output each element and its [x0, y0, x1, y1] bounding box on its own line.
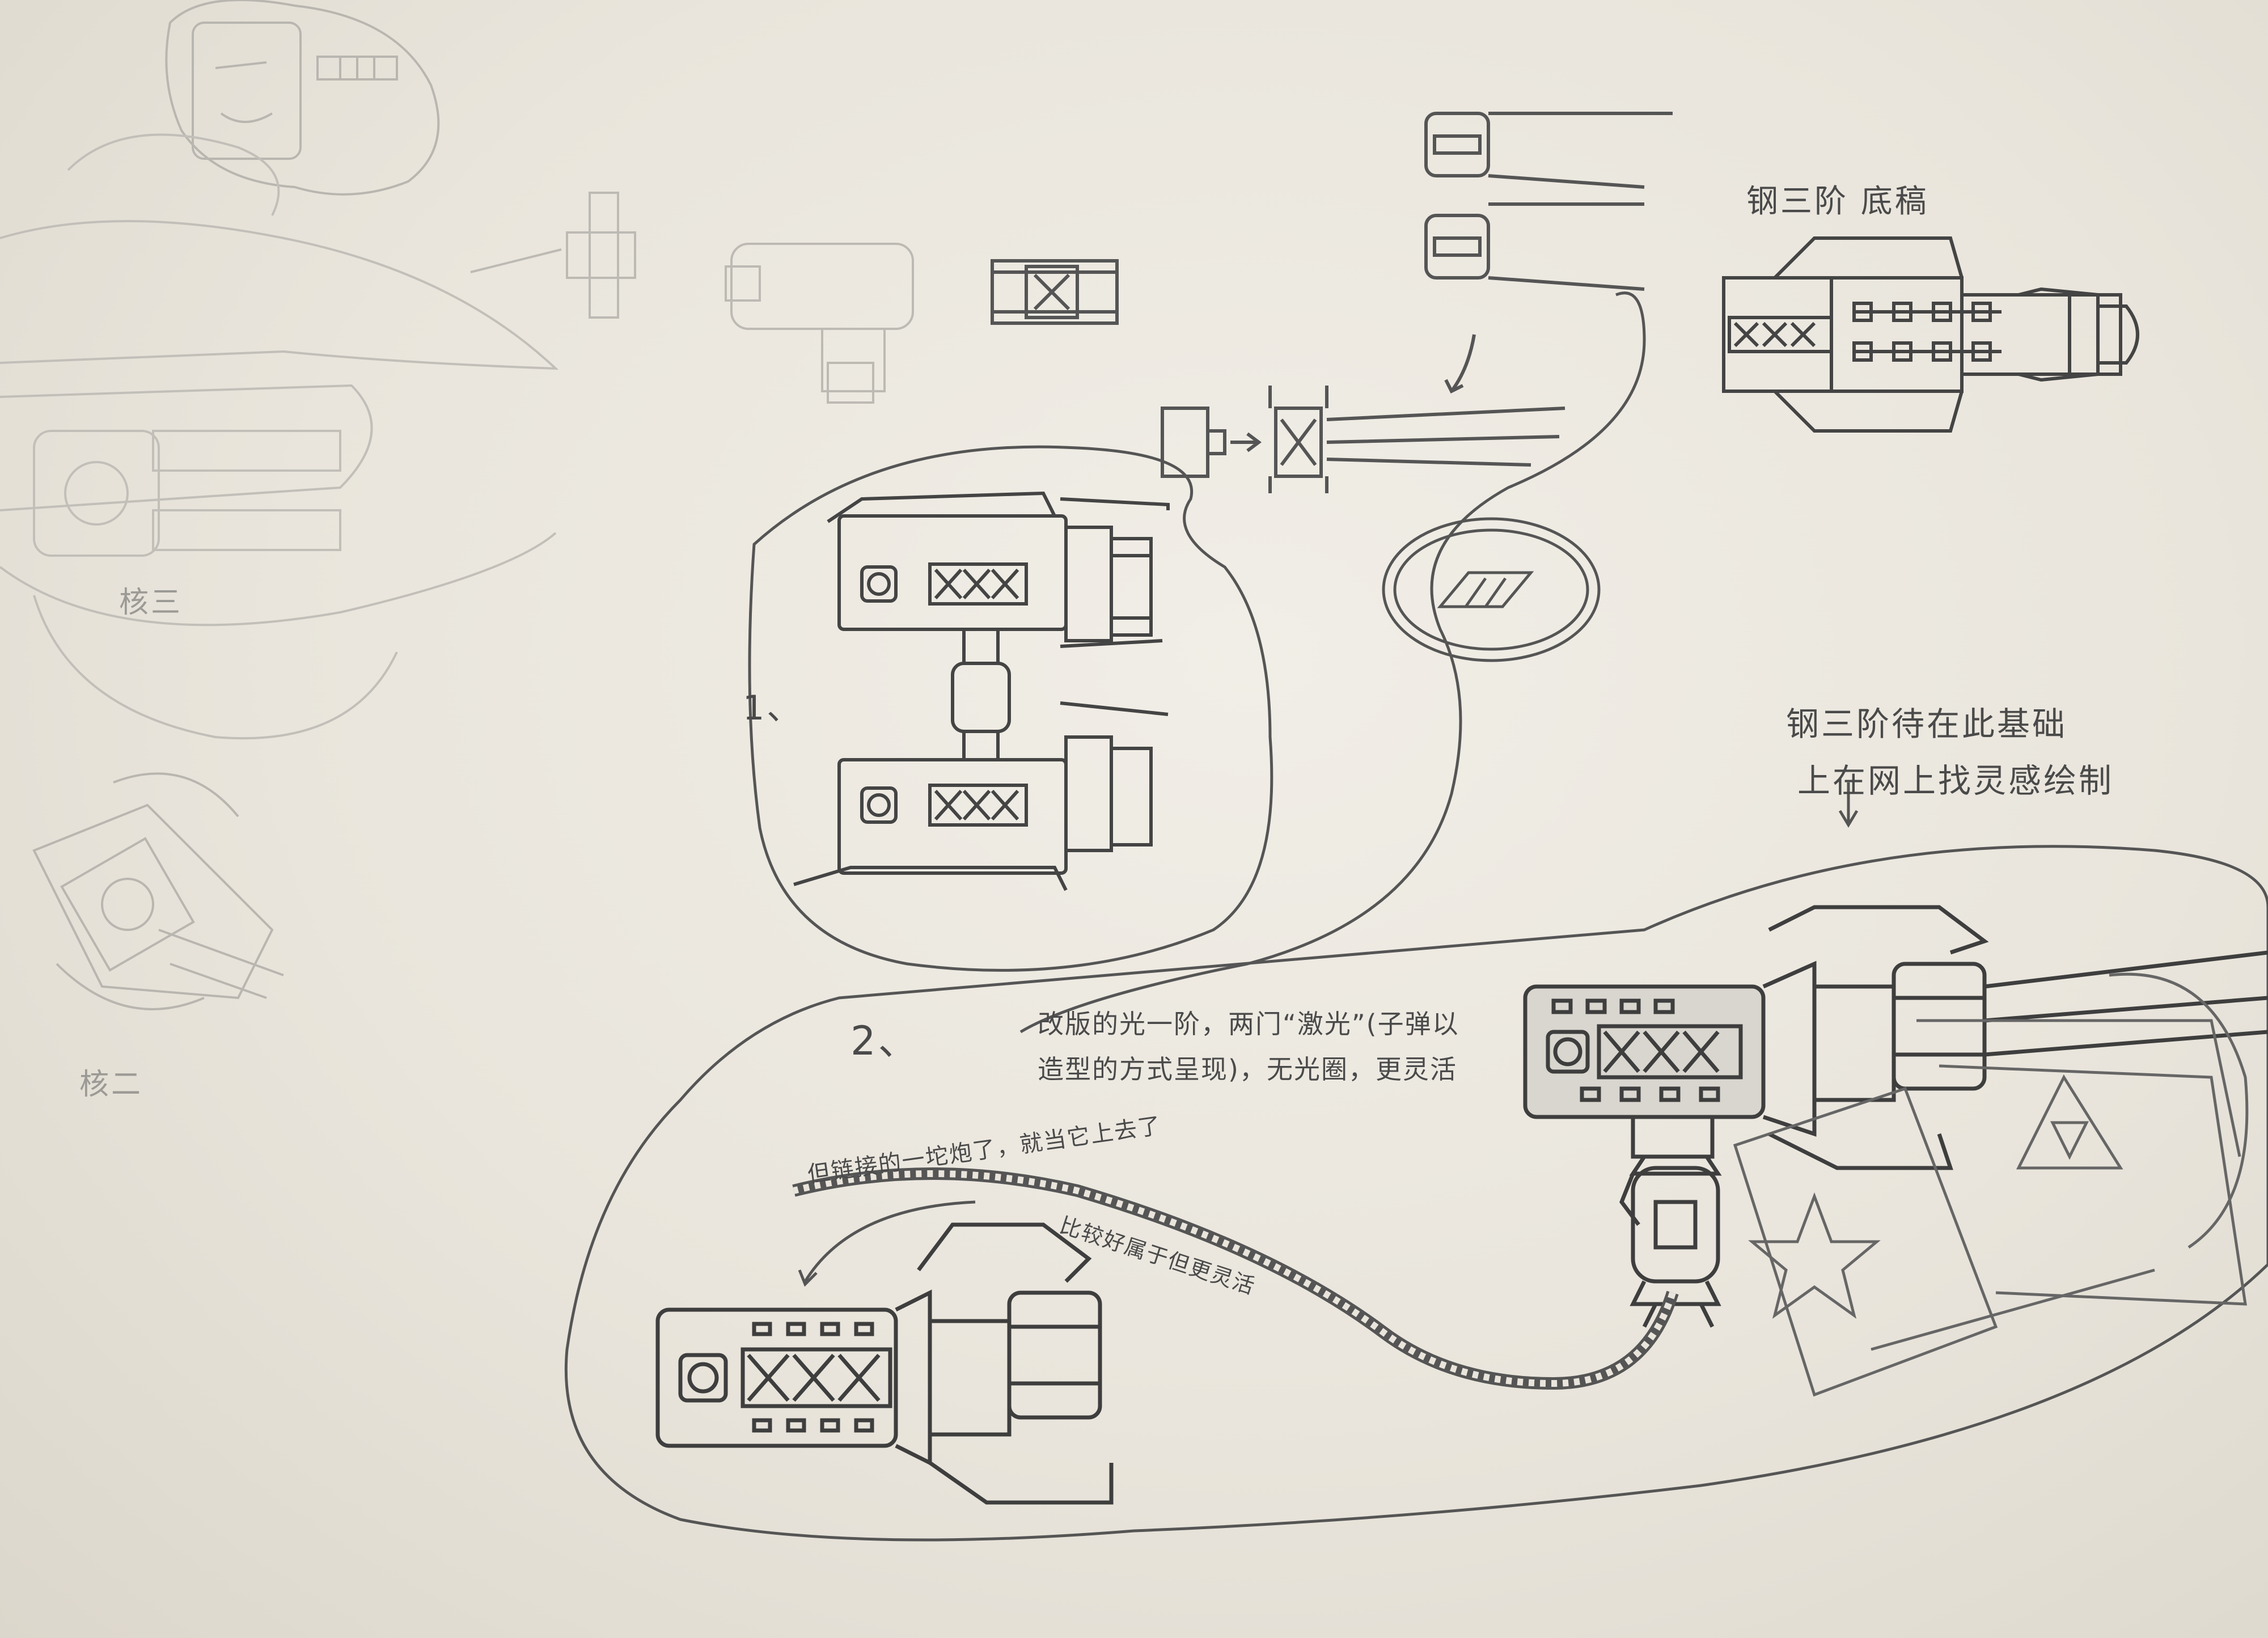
barrel-tubes	[1424, 112, 1673, 291]
flow-curve-line	[1019, 291, 1646, 1034]
label-number-2: 2、	[850, 1018, 920, 1064]
label-number-1: 1、	[743, 688, 803, 728]
x-box-part	[991, 259, 1119, 325]
faint-top-parts	[470, 192, 914, 404]
note-steel-tier3-line2: 上在网上找灵感绘制	[1797, 761, 2114, 800]
note-modified-tier1-line1: 改版的光一阶，两门“激光”(子弹以	[1038, 1009, 1459, 1039]
note-steel-tier3-draft: 钢三阶 底稿	[1746, 183, 1929, 220]
star-flag-panels	[1733, 972, 2249, 1397]
note-steel-tier3-line1: 钢三阶待在此基础	[1786, 705, 2068, 743]
lens-icon	[1382, 517, 1601, 662]
transform-arrow-parts	[1161, 334, 1565, 493]
faint-core3-ship	[0, 133, 559, 740]
twin-ship-upper	[827, 491, 1170, 648]
section-1-outline	[748, 445, 1273, 972]
flexible-ship	[655, 1222, 1114, 1505]
note-modified-tier1-line2: 造型的方式呈现)，无光圈，更灵活	[1038, 1054, 1457, 1085]
section-2-outline	[564, 845, 2268, 1542]
faint-core2-ship	[32, 772, 284, 1010]
cable-arrow-curve	[798, 1200, 976, 1287]
faint-character-head	[165, 0, 440, 196]
ship-connector-module	[1619, 1115, 1722, 1328]
steel-tier3-draft-ship	[1722, 236, 2139, 433]
label-core2: 核二	[79, 1068, 143, 1102]
note-arrow	[1838, 782, 1859, 828]
twin-ship-connector	[951, 628, 1011, 761]
modified-light-tier1-ship	[1523, 905, 2268, 1170]
ship-cable-inner	[793, 1170, 1676, 1387]
twin-ship-lower	[793, 701, 1169, 891]
label-core3: 核三	[119, 586, 183, 620]
